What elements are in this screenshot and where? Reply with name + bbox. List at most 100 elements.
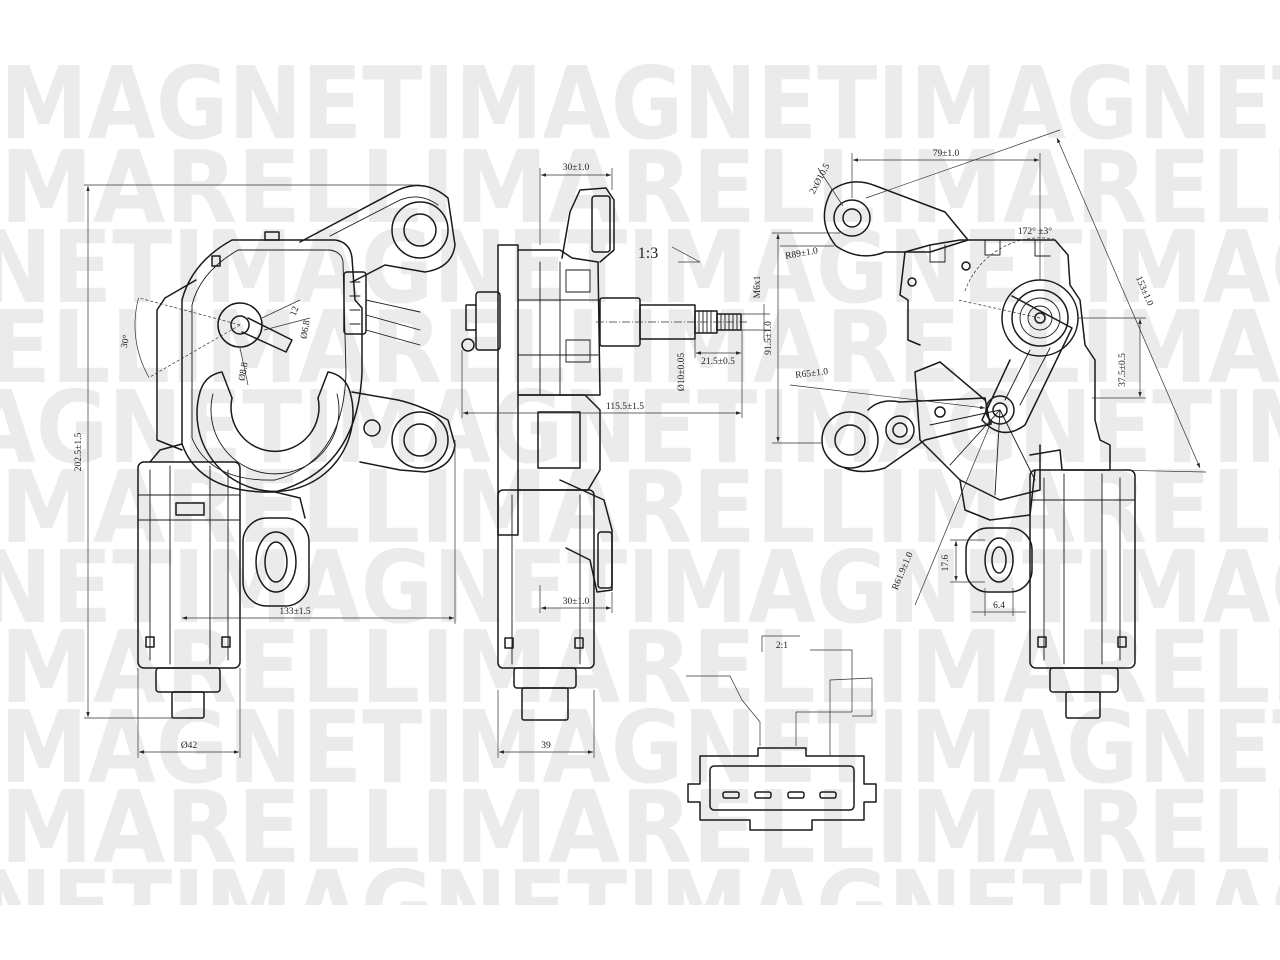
lower-mount-bushing bbox=[597, 531, 613, 589]
rear-gear-sector bbox=[914, 361, 1041, 501]
housing-side-lobe bbox=[156, 279, 197, 451]
connector-pin-1 bbox=[722, 791, 740, 799]
pivot-spacing-label: 79±1.0 bbox=[933, 149, 960, 159]
height-extensions bbox=[772, 232, 840, 444]
housing-connector bbox=[343, 271, 367, 335]
connector-pin-4 bbox=[819, 791, 837, 799]
connector-leader-b bbox=[852, 678, 873, 717]
connector-pin-3 bbox=[787, 791, 805, 799]
crank-dia-b-label: Ø8.8 bbox=[237, 361, 250, 381]
rear-motor-terminal-left bbox=[1037, 636, 1047, 648]
gear-ring-mid bbox=[210, 393, 340, 475]
gear-ring-end-right bbox=[317, 371, 351, 399]
connector-scale-line bbox=[761, 635, 800, 652]
crank-dim-label: 12 bbox=[289, 305, 302, 318]
grommet-outer bbox=[255, 531, 297, 593]
height-dimension-label: 202.5±1.5 bbox=[74, 433, 84, 472]
slot-height-extensions bbox=[950, 539, 985, 583]
motor-diameter-label: Ø42 bbox=[181, 741, 198, 751]
rear-lower-pivot-ring bbox=[821, 411, 879, 469]
watermark-row: MARELLIMARELLIMARELLIMARELLI bbox=[0, 449, 1280, 566]
connector-leader-e bbox=[829, 677, 873, 756]
connector-pin-2 bbox=[754, 791, 772, 799]
crank-angle-arc bbox=[134, 297, 150, 378]
rear-crank-pin-ring bbox=[985, 395, 1015, 425]
crank-link bbox=[241, 317, 293, 353]
rear-housing-left-wall bbox=[899, 251, 921, 346]
motor-terminal-left bbox=[145, 636, 155, 648]
grommet-inner bbox=[264, 541, 288, 583]
connector-leader-d bbox=[795, 711, 852, 746]
side-connector-pin bbox=[461, 338, 475, 352]
connector-scale-label: 2:1 bbox=[776, 641, 788, 651]
gearbox-housing-inner bbox=[191, 249, 347, 481]
side-motor-lines bbox=[511, 494, 581, 665]
side-motor-shaft-nub bbox=[521, 687, 569, 721]
gearbox-housing-outline bbox=[181, 239, 363, 493]
side-connector bbox=[475, 291, 501, 351]
motor-shaft-nub bbox=[171, 691, 205, 719]
offset-extensions bbox=[1078, 317, 1146, 399]
radius-middle-leader bbox=[789, 384, 986, 410]
housing-top-tab-left bbox=[211, 255, 221, 267]
rear-height-label: 91.5±1.0 bbox=[764, 321, 774, 355]
slot-height-label: 17.6 bbox=[941, 554, 951, 571]
housing-motor-joint bbox=[149, 443, 306, 519]
connector-leaders: 2:1 bbox=[686, 635, 873, 756]
sweep-angle-ray bbox=[957, 299, 1041, 319]
watermark-row: MARELLIMARELLIMARELLIMARELLI bbox=[0, 769, 1280, 886]
crank-angle-rays bbox=[138, 297, 241, 378]
gear-ring-inner bbox=[230, 397, 320, 452]
upper-bracket-extensions bbox=[539, 168, 613, 245]
crank-angle-label: 30° bbox=[119, 334, 133, 349]
rear-upper-pivot-ring bbox=[833, 199, 871, 237]
gear-cover-window-bottom bbox=[565, 339, 591, 363]
gear-cover bbox=[517, 249, 601, 396]
rear-motor-shaft-nub bbox=[1065, 691, 1101, 719]
side-connector-clip bbox=[465, 304, 477, 331]
connector-leader-a bbox=[810, 649, 853, 712]
radius-lower-leader bbox=[914, 419, 993, 606]
gear-cover-window-top bbox=[565, 269, 591, 293]
motor-brush-window bbox=[175, 502, 205, 516]
sweep-angle-label: 172° ±3° bbox=[1018, 226, 1052, 237]
upper-mount-bracket bbox=[561, 187, 615, 263]
lower-bracket-label: 30±1.0 bbox=[563, 597, 590, 607]
rear-upper-link bbox=[823, 181, 969, 257]
upper-bracket-label: 30±1.0 bbox=[563, 163, 590, 173]
upper-mount-bushing bbox=[591, 195, 611, 253]
motor-diameter-extensions bbox=[137, 668, 241, 758]
motor-inner-lines bbox=[137, 465, 241, 665]
sweep-angle-arc bbox=[964, 237, 1055, 292]
rear-upper-pivot-hole bbox=[842, 208, 862, 228]
slot-width-extensions bbox=[984, 588, 1014, 616]
motor-depth-label: 39 bbox=[541, 741, 551, 751]
lower-pivot-bushing bbox=[391, 411, 449, 469]
crank-dia-a-label: Ø6.8 bbox=[299, 319, 312, 339]
slot-width-label: 6.4 bbox=[993, 601, 1005, 611]
rear-housing-screw-1 bbox=[907, 277, 917, 287]
rear-crank-ribs bbox=[1004, 347, 1051, 406]
side-scale-pointer bbox=[671, 246, 701, 263]
width-dimension-label: 133±1.5 bbox=[279, 607, 311, 617]
housing-connector-pins bbox=[349, 281, 361, 325]
shaft-length-extensions bbox=[461, 330, 743, 418]
housing-top-tab bbox=[264, 231, 280, 241]
upper-link-arm bbox=[299, 184, 456, 283]
side-view bbox=[461, 187, 742, 721]
gear-cover-ribs bbox=[517, 261, 599, 396]
rear-housing-teeth bbox=[929, 239, 1051, 263]
upper-pivot-bushing bbox=[391, 201, 449, 259]
rear-crank-lever bbox=[981, 295, 1073, 434]
shaft-length-label: 115.5±1.5 bbox=[606, 402, 644, 412]
rear-motor-lines bbox=[1029, 473, 1136, 665]
lower-bracket-extensions bbox=[539, 585, 613, 613]
pivot-spacing-extensions bbox=[851, 153, 1041, 280]
rear-grommet-boss bbox=[965, 527, 1033, 593]
front-view bbox=[137, 184, 456, 719]
side-view-dimensions: 30±1.0 1:3 M6x1 21.5±0.5 Ø10±0.05 115.5±… bbox=[461, 163, 770, 758]
motor-terminal-right bbox=[221, 636, 231, 648]
connector-detail bbox=[687, 747, 877, 831]
rear-link-pin bbox=[892, 422, 908, 438]
